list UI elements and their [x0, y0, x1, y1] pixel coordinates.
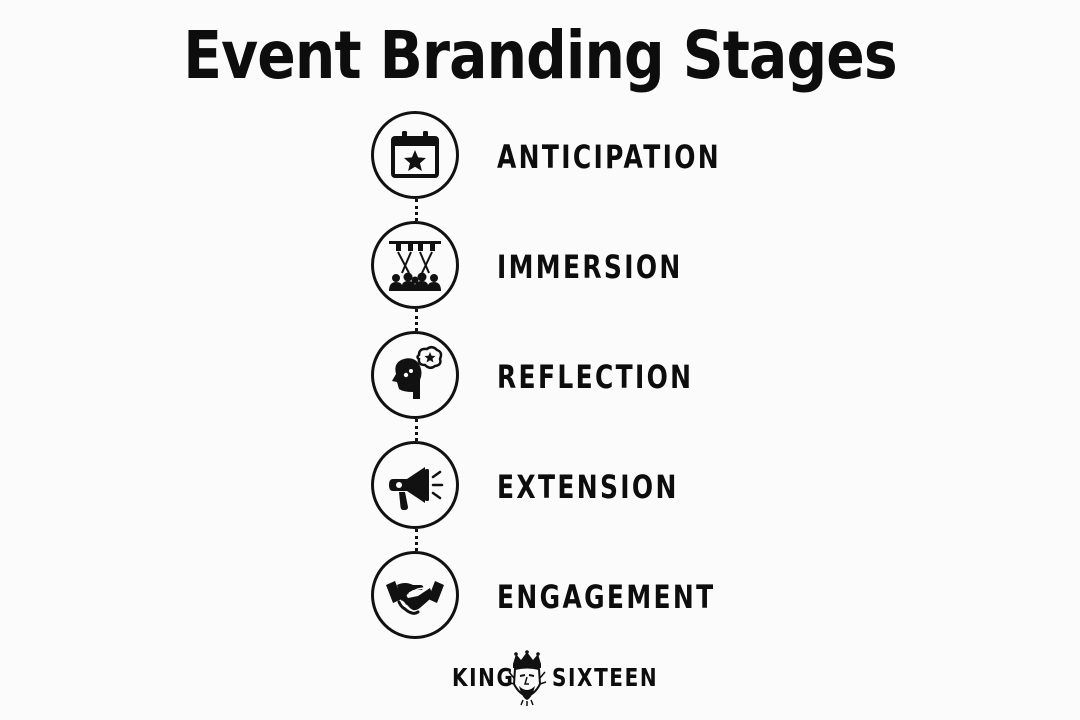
calendar-star-icon	[391, 131, 439, 178]
stage-immersion-circle	[371, 221, 459, 309]
megaphone-icon	[389, 467, 444, 510]
king-crown-emblem-icon	[507, 650, 547, 706]
head-thought-star-icon	[392, 346, 443, 399]
connector-line	[415, 199, 418, 221]
brand-footer: KING SIXTEEN	[0, 650, 1080, 706]
stage-label-extension: EXTENSION	[497, 468, 679, 506]
stage-label-immersion: IMMERSION	[497, 248, 683, 286]
stage-reflection-circle	[371, 331, 459, 419]
handshake-icon	[386, 581, 444, 615]
stage-engagement-circle	[371, 551, 459, 639]
connector-line	[415, 309, 418, 331]
stage-extension-circle	[371, 441, 459, 529]
brand-word-king: KING	[452, 663, 515, 692]
stage-label-anticipation: ANTICIPATION	[497, 138, 722, 176]
page-title: Event Branding Stages	[183, 17, 897, 94]
connector-line	[415, 419, 418, 441]
connector-line	[415, 529, 418, 551]
brand-word-sixteen: SIXTEEN	[552, 663, 659, 692]
stage-lights-audience-icon	[389, 241, 441, 291]
stage-anticipation-circle	[371, 111, 459, 199]
stage-label-engagement: ENGAGEMENT	[497, 578, 716, 616]
stage-label-reflection: REFLECTION	[497, 358, 694, 396]
